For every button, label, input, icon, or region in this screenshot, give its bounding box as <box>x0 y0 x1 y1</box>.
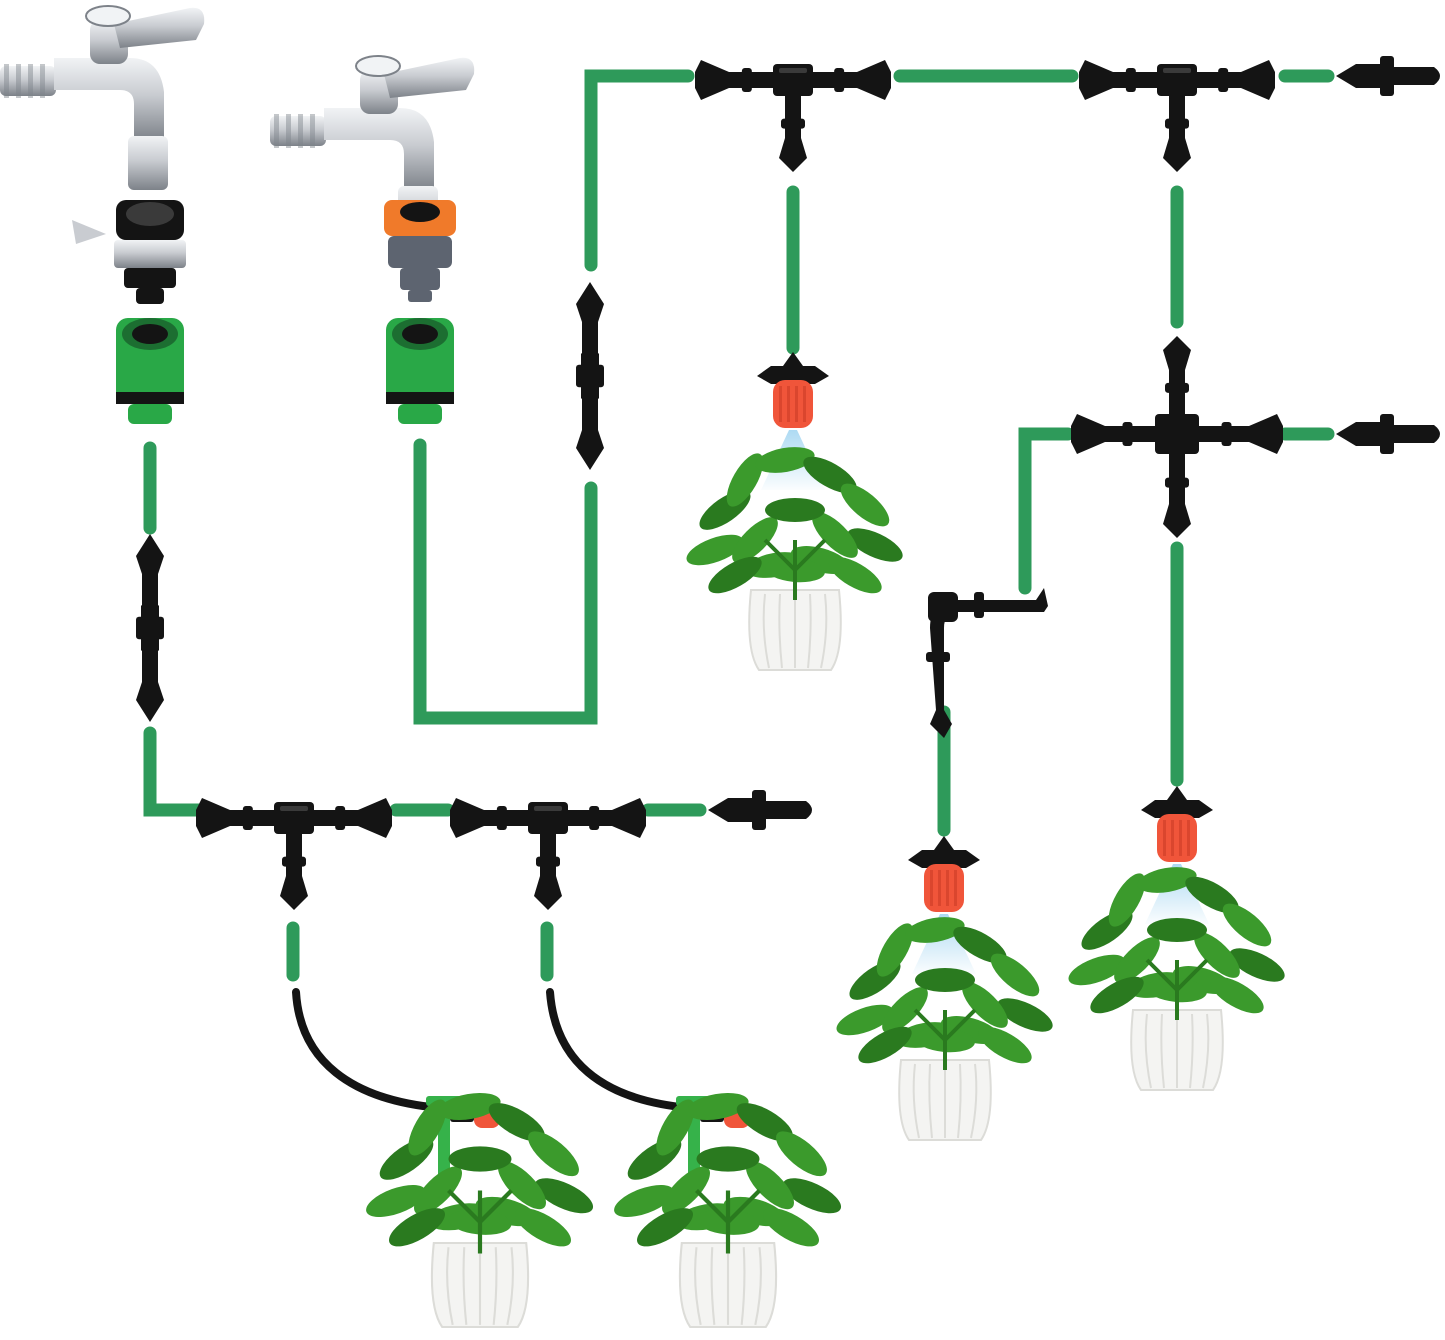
universal-tap-adapter-icon <box>72 200 186 304</box>
tube-vertical-to-top <box>584 69 695 272</box>
quick-connector-icon <box>386 318 454 424</box>
potted-plant-icon <box>366 1092 594 1329</box>
threaded-tap-adapter-icon <box>384 200 456 302</box>
quick-connector-icon <box>116 318 184 424</box>
potted-plant-icon <box>1068 867 1285 1091</box>
straight-connector-icon <box>136 534 164 722</box>
end-plug-icon <box>1336 56 1440 96</box>
fittings-layer <box>0 5 1440 1329</box>
potted-plant-icon <box>836 917 1053 1141</box>
end-plug-icon <box>1336 414 1440 454</box>
tee-connector-icon <box>1079 60 1275 172</box>
cross-connector-icon <box>1071 336 1283 538</box>
tee-connector-icon <box>196 798 392 910</box>
adjustable-dripper-icon <box>1141 786 1213 924</box>
tube-right-tap-loop <box>413 438 598 725</box>
straight-connector-icon <box>576 282 604 470</box>
micro-tube-2 <box>546 988 694 1112</box>
adjustable-dripper-icon <box>908 836 980 974</box>
tube-cross-left-elbow <box>1018 427 1075 595</box>
potted-plant-icon <box>614 1092 842 1329</box>
tubing-layer <box>143 69 1335 1112</box>
tube-left-to-tee <box>143 726 209 817</box>
tee-connector-icon <box>450 798 646 910</box>
water-faucet-icon <box>270 55 475 240</box>
micro-tube-1 <box>292 988 444 1112</box>
elbow-connector-icon <box>926 588 1048 738</box>
water-faucet-icon <box>0 5 205 190</box>
tee-connector-icon <box>695 60 891 172</box>
end-plug-icon <box>708 790 812 830</box>
potted-plant-icon <box>686 447 903 671</box>
